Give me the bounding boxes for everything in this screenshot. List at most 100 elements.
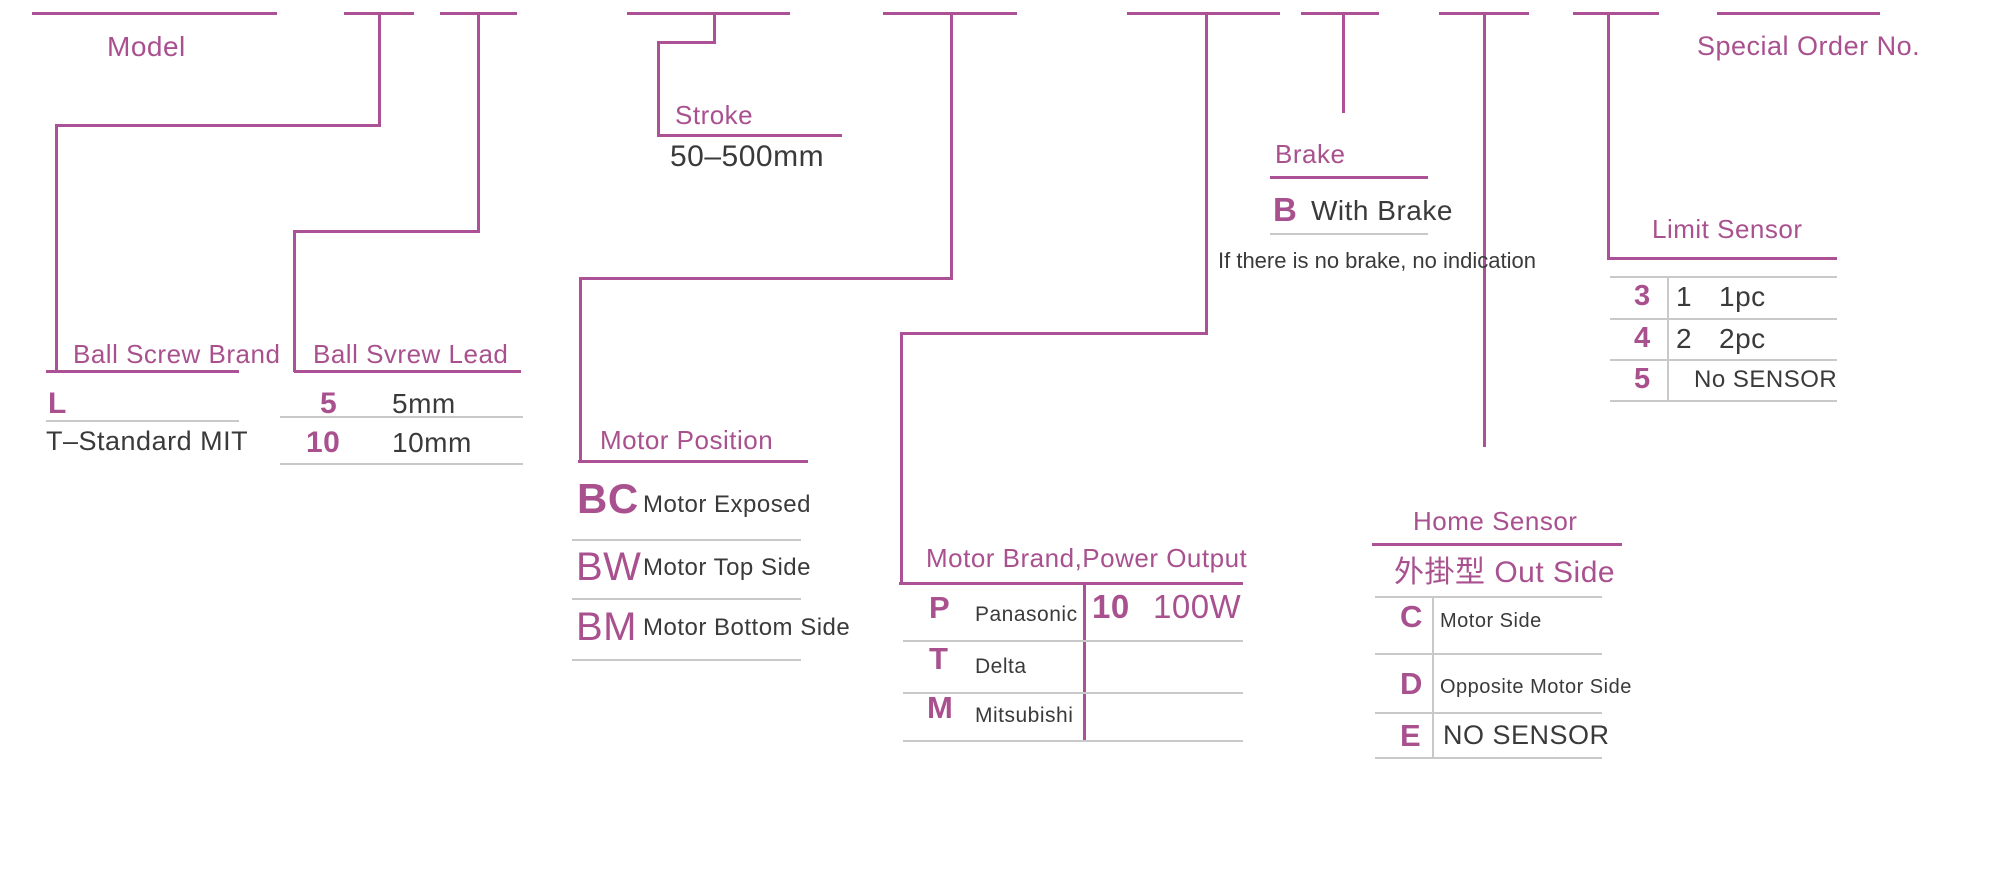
lead-row-code: 5 (320, 387, 338, 420)
connector-line (477, 12, 480, 232)
row-separator (572, 659, 801, 661)
motor-position-code: BC (577, 475, 639, 522)
connector-line (657, 41, 716, 44)
tick-motor-brand (1127, 12, 1280, 15)
row-separator (1610, 400, 1837, 402)
column-divider (1083, 583, 1086, 741)
row-separator (903, 692, 1243, 694)
section-label-ball-screw-lead: Ball Svrew Lead (313, 339, 509, 369)
limit-sensor-qty: 1 (1676, 281, 1693, 312)
lead-row-value: 10mm (392, 427, 472, 458)
section-label-limit-sensor: Limit Sensor (1652, 214, 1803, 244)
section-label-special-order: Special Order No. (1697, 31, 1921, 61)
column-divider (1432, 596, 1434, 757)
tick-brake (1301, 12, 1379, 15)
motor-brand-value: Mitsubishi (975, 704, 1074, 727)
underline-stroke (657, 134, 842, 137)
home-sensor-value: Opposite Motor Side (1440, 676, 1632, 698)
limit-sensor-code: 4 (1634, 322, 1651, 354)
motor-brand-code: T (929, 641, 949, 676)
connector-line (950, 12, 953, 279)
connector-line (900, 332, 1208, 335)
underline-brake (1270, 176, 1428, 179)
limit-sensor-qty: 2 (1676, 323, 1693, 354)
column-divider (1667, 277, 1669, 401)
connector-line (1205, 12, 1208, 334)
section-label-ball-screw-brand: Ball Screw Brand (73, 339, 281, 369)
motor-brand-code: M (927, 690, 954, 725)
row-separator (280, 463, 523, 465)
connector-line (713, 12, 716, 43)
row-separator (1610, 359, 1837, 361)
section-label-motor-brand: Motor Brand,Power Output (926, 543, 1248, 573)
connector-line (293, 230, 296, 372)
section-label-stroke: Stroke (675, 100, 754, 130)
underline-motor-brand (899, 582, 1243, 585)
row-separator (1270, 233, 1428, 235)
motor-position-code: BW (576, 545, 642, 589)
row-separator (1610, 318, 1837, 320)
row-separator (572, 598, 801, 600)
row-separator (903, 640, 1243, 642)
ball-screw-brand-description: T–Standard MIT (46, 426, 249, 456)
stroke-value: 50–500mm (670, 140, 825, 173)
connector-line (1607, 12, 1610, 259)
home-sensor-code: C (1400, 599, 1423, 634)
motor-brand-value: Panasonic (975, 603, 1078, 626)
limit-sensor-value: 2pc (1719, 323, 1766, 354)
lead-row-value: 5mm (392, 388, 456, 419)
motor-position-value: Motor Top Side (643, 554, 811, 581)
underline-limit-sensor (1607, 257, 1837, 260)
limit-sensor-code: 3 (1634, 280, 1651, 312)
motor-position-code: BM (576, 605, 637, 649)
home-sensor-code: E (1400, 718, 1422, 753)
power-output-value: 100W (1153, 588, 1242, 625)
row-separator (1375, 712, 1602, 714)
connector-line (657, 41, 660, 136)
row-separator (1375, 757, 1602, 759)
section-label-brake: Brake (1275, 139, 1346, 169)
lead-row-code: 10 (306, 426, 341, 459)
section-label-model: Model (107, 31, 186, 62)
home-sensor-value: Motor Side (1440, 610, 1542, 632)
tick-model (32, 12, 277, 15)
motor-position-value: Motor Bottom Side (643, 614, 851, 641)
motor-brand-value: Delta (975, 655, 1027, 678)
row-separator (1375, 653, 1602, 655)
row-separator (572, 539, 801, 541)
underline-home-sensor (1372, 543, 1622, 546)
underline-ball-screw-lead (294, 370, 521, 373)
connector-line (55, 124, 58, 372)
underline-ball-screw-brand (46, 370, 239, 373)
connector-line (293, 230, 480, 233)
tick-stroke (627, 12, 790, 15)
limit-sensor-code: 5 (1634, 363, 1651, 395)
section-label-home-sensor: Home Sensor (1413, 506, 1578, 536)
tick-special-order (1717, 12, 1880, 15)
underline-motor-position (578, 460, 808, 463)
limit-sensor-value: 1pc (1719, 281, 1766, 312)
connector-line (55, 124, 381, 127)
home-sensor-value: NO SENSOR (1443, 720, 1610, 750)
brake-code: B (1273, 191, 1298, 228)
row-separator (1610, 276, 1837, 278)
home-sensor-code: D (1400, 666, 1423, 701)
connector-line (579, 277, 953, 280)
row-separator (1375, 596, 1602, 598)
ball-screw-brand-code: L (48, 387, 67, 420)
connector-line (579, 277, 582, 462)
tick-limit-sensor (1573, 12, 1659, 15)
connector-line (1342, 12, 1345, 113)
motor-brand-code: P (929, 590, 951, 625)
brake-value: With Brake (1311, 195, 1453, 226)
connector-line (900, 332, 903, 584)
section-label-motor-position: Motor Position (600, 425, 774, 455)
brake-note: If there is no brake, no indication (1218, 248, 1536, 273)
row-separator (280, 416, 523, 418)
row-separator (903, 740, 1243, 742)
connector-line (378, 12, 381, 126)
motor-position-value: Motor Exposed (643, 491, 811, 518)
power-output-code: 10 (1092, 588, 1130, 625)
home-sensor-subtitle: 外掛型 Out Side (1394, 556, 1616, 589)
